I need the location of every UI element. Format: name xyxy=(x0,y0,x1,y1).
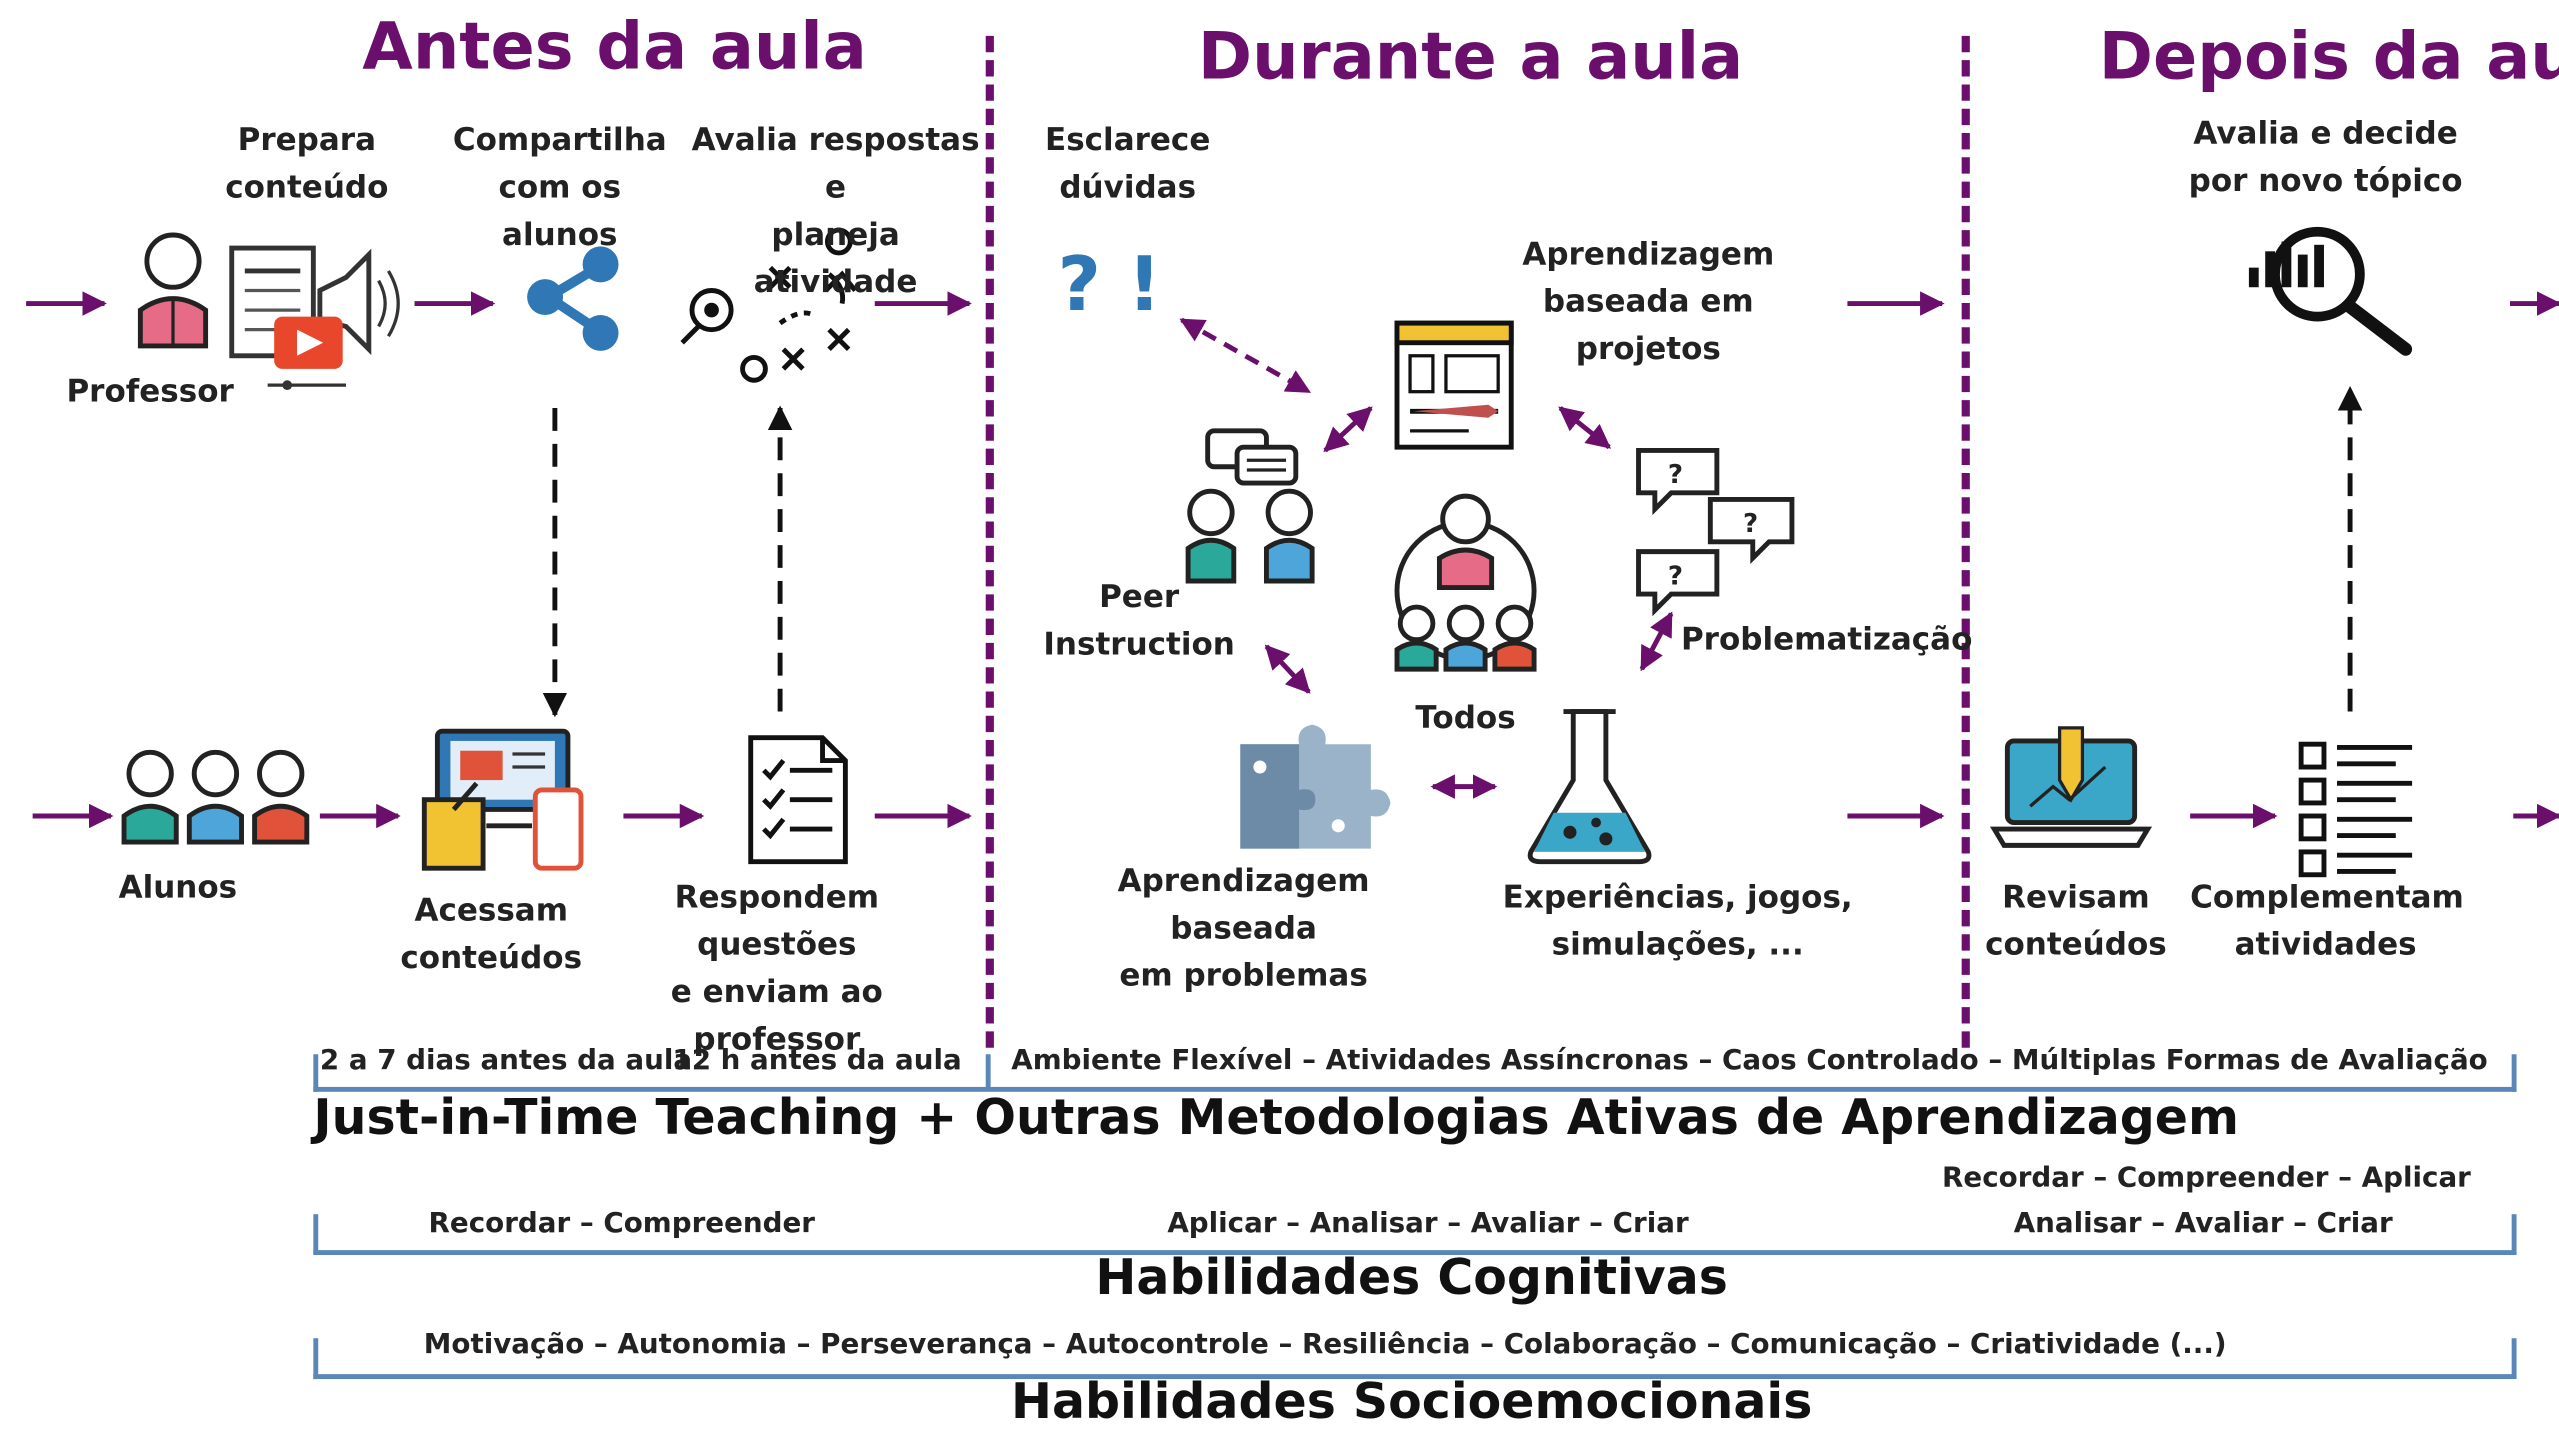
cognitive-during: Aplicar – Analisar – Avaliar – Criar xyxy=(1167,1207,1689,1241)
socio-list: Motivação – Autonomia – Perseverança – A… xyxy=(423,1328,2227,1362)
share-icon xyxy=(527,246,619,351)
label-avalia-respostas: Avalia respostas e planeja atividade xyxy=(691,122,980,301)
label-aprendizagem-problemas: Aprendizagem baseada em problemas xyxy=(1117,863,1370,994)
label-todos: Todos xyxy=(1415,700,1516,737)
question-bubble-marks: ? ? ? xyxy=(1668,460,1758,591)
label-professor: Professor xyxy=(66,373,234,410)
vertical-dashed-arrows xyxy=(542,385,2363,718)
cognitive-before: Recordar – Compreender xyxy=(428,1207,816,1241)
checklist-document-icon xyxy=(748,735,848,865)
project-board-icon xyxy=(1394,320,1514,450)
checklist-lines-icon xyxy=(2298,741,2413,878)
label-prepara-conteudo: Prepara conteúdo xyxy=(225,122,389,206)
during-double-arrows xyxy=(1179,317,1674,799)
label-compartilha: Compartilha com os alunos xyxy=(452,122,667,253)
access-devices-icon xyxy=(421,728,584,871)
label-esclarece-duvidas: Esclarece dúvidas xyxy=(1045,122,1211,206)
question-bubbles-icon xyxy=(1636,447,1795,617)
professor-icon xyxy=(137,232,209,349)
label-complementam: Complementam atividades xyxy=(2190,879,2464,963)
divider-before-during xyxy=(985,35,994,1048)
everyone-icon xyxy=(1394,493,1537,672)
label-alunos: Alunos xyxy=(118,869,238,906)
label-aprendizagem-projetos: Aprendizagem baseada em projetos xyxy=(1522,236,1775,368)
header-before: Antes da aula xyxy=(362,9,867,85)
divider-during-after xyxy=(1961,35,1970,1048)
socio-bracket xyxy=(313,1338,2517,1380)
puzzle-icon xyxy=(1240,724,1391,849)
students-icon xyxy=(121,749,310,845)
timeline-title: Just-in-Time Teaching + Outras Metodolog… xyxy=(313,1090,2240,1148)
timeline-2-7-dias: 2 a 7 dias antes da aula xyxy=(319,1044,693,1078)
label-revisam-conteudos: Revisam conteúdos xyxy=(1985,879,2167,963)
svg-text:?: ? xyxy=(1668,460,1683,490)
cognitive-after-line2: Analisar – Avaliar – Criar xyxy=(2013,1207,2393,1241)
cognitive-bracket xyxy=(313,1214,2517,1256)
strategy-icon xyxy=(680,227,858,383)
label-respondem-questoes: Respondem questões e enviam ao professor xyxy=(670,879,883,1058)
header-after: Depois da aula xyxy=(2098,19,2559,95)
label-avalia-decide: Avalia e decide por novo tópico xyxy=(2188,115,2463,200)
timeline-divider xyxy=(985,1054,991,1091)
timeline-12h: 12 h antes da aula xyxy=(672,1044,962,1078)
question-exclamation-icon: ? ! xyxy=(1058,240,1162,328)
socio-title: Habilidades Socioemocionais xyxy=(1010,1374,1813,1431)
cognitive-after-line1: Recordar – Compreender – Aplicar xyxy=(1942,1161,2471,1195)
svg-text:?: ? xyxy=(1743,509,1758,539)
cognitive-title: Habilidades Cognitivas xyxy=(1095,1250,1728,1308)
flask-icon xyxy=(1527,709,1652,865)
label-acessam-conteudos: Acessam conteúdos xyxy=(400,892,583,976)
label-peer-instruction: Peer Instruction xyxy=(1043,579,1235,663)
label-problematizacao: Problematização xyxy=(1680,621,1973,658)
peer-instruction-icon xyxy=(1185,428,1315,584)
timeline-bracket xyxy=(313,1054,2517,1092)
timeline-features: Ambiente Flexível – Atividades Assíncron… xyxy=(1011,1044,2488,1078)
analytics-search-icon xyxy=(2248,226,2413,356)
laptop-icon xyxy=(1989,726,2153,848)
content-media-icon xyxy=(229,245,400,391)
label-experiencias: Experiências, jogos, simulações, ... xyxy=(1502,879,1853,963)
svg-text:?: ? xyxy=(1668,561,1683,591)
header-during: Durante a aula xyxy=(1197,19,1744,95)
